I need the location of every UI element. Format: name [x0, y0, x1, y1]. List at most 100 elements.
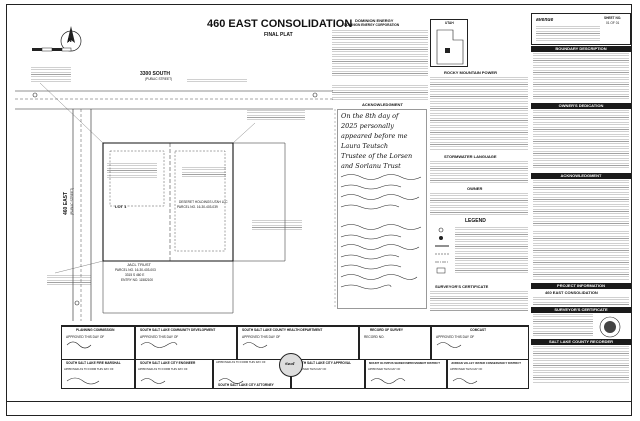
approval-record-survey-text: RECORD NO.: [364, 335, 385, 339]
rebar-note: [47, 275, 91, 285]
street-type-label: (PUBLIC STREET): [145, 77, 173, 81]
hand-note-2: 2025 personally: [341, 122, 394, 130]
north-label: N: [68, 38, 72, 44]
surveyor-cert-heading: SURVEYOR'S CERTIFICATE: [435, 284, 489, 289]
approval-water: JORDAN VALLEY WATER CONSERVANCY DISTRICT…: [447, 359, 529, 389]
street-name-label: 3300 SOUTH: [140, 71, 171, 77]
utility-parcel-label: PARCEL NO. 16-30-403-039: [177, 205, 218, 209]
utility-easement-note: [182, 167, 226, 179]
approval-engineer-text: APPROVED AS TO FORM THIS DAY OF: [138, 368, 188, 371]
approval-planning-title: PLANNING COMMISSION: [76, 328, 115, 332]
owner-heading: OWNER: [467, 186, 483, 191]
lot-label: LOT 1: [115, 204, 127, 209]
approval-attorney-title: SOUTH SALT LAKE CITY ATTORNEY: [218, 383, 274, 387]
project-info-bar: PROJECT INFORMATION: [531, 283, 631, 289]
approval-water-text: APPROVED THIS DAY OF: [450, 368, 483, 371]
owner-text: [430, 193, 528, 215]
hand-note-4: Laura Teutsch: [341, 142, 389, 150]
avenue-label: avenue: [536, 17, 554, 23]
approval-city-text: APPROVED THIS DAY OF: [294, 368, 327, 371]
state-label: UTAH: [445, 21, 454, 25]
corner-note: [247, 110, 305, 120]
approval-city-engineer: SOUTH SALT LAKE CITY ENGINEER APPROVED A…: [135, 359, 213, 389]
approval-fire-title: SOUTH SALT LAKE FIRE MARSHAL: [66, 361, 121, 365]
approval-comcast-title: COMCAST: [470, 328, 487, 332]
owner-entry-label: ENTRY NO. 11582100: [121, 278, 154, 282]
dominion-approval-text: [332, 85, 428, 101]
project-name: 460 EAST CONSOLIDATION: [545, 290, 598, 295]
owner-address-label: 3315 S 460 E: [125, 273, 145, 277]
approval-comcast-text: APPROVED THIS DAY OF: [436, 335, 475, 339]
legend-heading: LEGEND: [465, 218, 486, 224]
legend-symbols-icon: [435, 227, 449, 274]
boundary-desc-bar: BOUNDARY DESCRIPTION: [531, 46, 631, 52]
stormwater-text: [430, 161, 528, 183]
bearing-note: [187, 79, 247, 84]
plat-title: 460 EAST CONSOLIDATION: [207, 18, 353, 30]
hand-note-6: and Sorlanu Trust: [341, 162, 401, 170]
legend-text: [455, 227, 528, 275]
easement-note: [107, 163, 157, 179]
owner-parcel-label: JACL TRUST: [127, 262, 152, 267]
rocky-mountain-text: [430, 77, 528, 151]
approval-city-title: SOUTH SALT LAKE CITY APPROVAL: [295, 361, 352, 365]
owner-dedication-text: [533, 110, 629, 170]
acknowledgment-text-2: [533, 231, 629, 281]
recorder-bar: SALT LAKE COUNTY RECORDER: [531, 339, 631, 345]
seal-text: Seal: [285, 361, 295, 366]
found-monument-note: [252, 220, 302, 230]
owner-parcel-no-label: PARCEL NO. 16-30-403-003: [115, 268, 156, 272]
hand-note-5: Trustee of the Lorsen: [341, 152, 413, 160]
boundary-desc-text: [533, 53, 629, 101]
plat-subtitle: FINAL PLAT: [264, 32, 293, 38]
seal-stamp-icon: Seal: [279, 353, 303, 377]
handwriting-scribble: [340, 174, 422, 290]
title-block: avenue SHEET NO. 01 OF 01: [531, 13, 631, 45]
approval-community-text: APPROVED THIS DAY OF: [140, 335, 179, 339]
surveyor-cert-bar: SURVEYOR'S CERTIFICATE: [531, 307, 631, 313]
acknowledgment-heading: ACKNOWLEDGMENT: [362, 102, 403, 107]
dominion-text: [332, 30, 428, 78]
vicinity-map-icon: [436, 29, 464, 65]
side-street-label: 460 EAST: [63, 191, 69, 215]
approval-community-title: SOUTH SALT LAKE COMMUNITY DEVELOPMENT: [140, 328, 216, 332]
dominion-title: DOMINION ENERGY: [355, 18, 394, 23]
hand-note-1: On the 8th day of: [341, 112, 399, 120]
approval-fire-marshal: SOUTH SALT LAKE FIRE MARSHAL APPROVED AS…: [61, 359, 135, 389]
approval-sewer: MOUNT OLYMPUS SEWER IMPROVEMENT DISTRICT…: [365, 359, 447, 389]
margin-line: [334, 109, 336, 309]
approvals-bottom-row: SOUTH SALT LAKE FIRE MARSHAL APPROVED AS…: [61, 359, 529, 389]
monument-note: [31, 67, 71, 83]
project-info-text: [533, 297, 629, 305]
approval-planning-text: APPROVED THIS DAY OF: [66, 335, 105, 339]
notary-block: [337, 109, 427, 309]
side-street-type-label: (PUBLIC STREET): [70, 187, 74, 215]
approval-sewer-text: APPROVED THIS DAY OF: [368, 368, 401, 371]
approval-engineer-title: SOUTH SALT LAKE CITY ENGINEER: [140, 361, 196, 365]
approval-record-survey-title: RECORD OF SURVEY: [370, 328, 404, 332]
sheet-no: 01 OF 01: [606, 21, 620, 25]
approval-water-title: JORDAN VALLEY WATER CONSERVANCY DISTRICT: [451, 361, 521, 365]
approval-health-text: APPROVED THIS DAY OF: [242, 335, 281, 339]
approval-fire-text: APPROVED AS TO FORM THIS DAY OF: [64, 368, 114, 371]
scale-bar-icon: [32, 47, 72, 52]
hand-note-3: appeared before me: [341, 132, 408, 140]
state-map: UTAH: [430, 19, 468, 67]
plat-sheet: 460 EAST CONSOLIDATION FINAL PLAT N: [6, 4, 632, 416]
sheet-label: SHEET NO.: [604, 16, 622, 20]
dominion-subtitle: DOMINION ENERGY CORPORATION: [344, 23, 400, 27]
owner-dedication-bar: OWNER'S DEDICATION: [531, 103, 631, 109]
acknowledgment-text: [533, 180, 629, 226]
approval-attorney-text: APPROVED AS TO FORM THIS DAY OF: [216, 361, 266, 364]
bottom-border: [7, 401, 631, 402]
approval-signatures: [66, 341, 478, 385]
surveyor-cert-body: [533, 314, 593, 336]
approval-sewer-title: MOUNT OLYMPUS SEWER IMPROVEMENT DISTRICT: [369, 361, 440, 365]
approval-health-title: SOUTH SALT LAKE COUNTY HEALTH DEPARTMENT: [242, 328, 323, 332]
rocky-mountain-heading: ROCKY MOUNTAIN POWER: [444, 70, 497, 75]
utility-owner-label: DESERET HOLDINGS UTAH LLC: [179, 200, 228, 204]
surveyor-cert-text: [430, 291, 528, 311]
acknowledgment-bar: ACKNOWLEDGMENT: [531, 173, 631, 179]
stormwater-heading: STORMWATER LANGUAGE: [444, 154, 497, 159]
plat-drawing: [15, 82, 333, 321]
